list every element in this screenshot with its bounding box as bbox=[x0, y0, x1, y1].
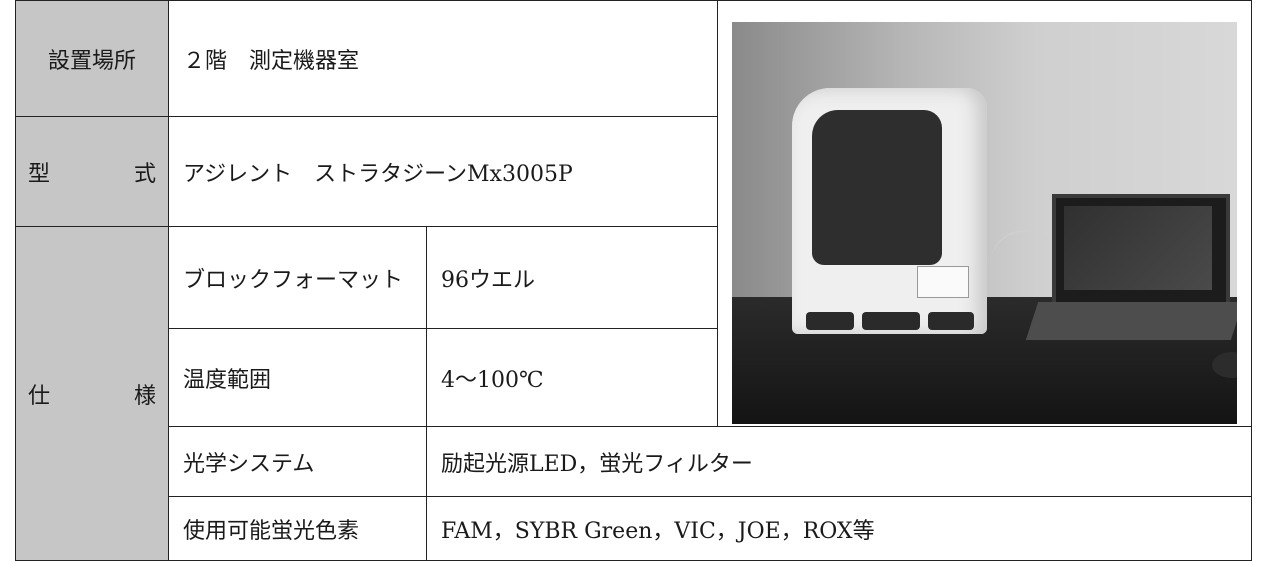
equipment-spec-table: 設置場所 ２階 測定機器室 型式 bbox=[15, 0, 1252, 561]
instrument-photo-cell bbox=[717, 0, 1252, 427]
spec-item-name: 温度範囲 bbox=[168, 328, 427, 427]
model-label-char-1: 型 bbox=[28, 161, 51, 187]
spec-item-value: 96ウエル bbox=[426, 226, 718, 329]
mouse-image bbox=[1212, 352, 1237, 378]
model-value: アジレント ストラタジーンMx3005P bbox=[168, 116, 718, 227]
pcr-instrument-image bbox=[792, 88, 987, 334]
model-label-char-2: 式 bbox=[133, 161, 156, 187]
laptop-image bbox=[1052, 194, 1230, 307]
location-label-cell: 設置場所 bbox=[15, 0, 169, 117]
spec-item-value: FAM，SYBR Green，VIC，JOE，ROX等 bbox=[426, 496, 1252, 561]
spec-item-name: 光学システム bbox=[168, 426, 427, 497]
spec-label-cell: 仕様 bbox=[15, 226, 169, 561]
spec-item-value: 4～100℃ bbox=[426, 328, 718, 427]
spec-item-name: 使用可能蛍光色素 bbox=[168, 496, 427, 561]
model-row: 型式 アジレント ストラタジーンMx3005P bbox=[15, 116, 1252, 227]
instrument-photo bbox=[732, 22, 1237, 424]
location-value: ２階 測定機器室 bbox=[168, 0, 718, 117]
spec-row-block-format: 仕様 ブロックフォーマット 96ウエル bbox=[15, 226, 1252, 561]
spec-label-char-1: 仕 bbox=[28, 383, 51, 409]
spec-row-optics: 光学システム 励起光源LED，蛍光フィルター bbox=[16, 426, 1252, 497]
model-label-cell: 型式 bbox=[15, 116, 169, 227]
location-label: 設置場所 bbox=[47, 48, 136, 74]
spec-item-name: ブロックフォーマット bbox=[168, 226, 427, 329]
spec-row-temperature: 温度範囲 4～100℃ bbox=[16, 328, 1252, 427]
spec-row-dyes: 使用可能蛍光色素 FAM，SYBR Green，VIC，JOE，ROX等 bbox=[16, 496, 1252, 561]
spec-item-value: 励起光源LED，蛍光フィルター bbox=[426, 426, 1252, 497]
location-row: 設置場所 ２階 測定機器室 bbox=[15, 0, 1252, 427]
spec-label-char-2: 様 bbox=[133, 383, 156, 409]
